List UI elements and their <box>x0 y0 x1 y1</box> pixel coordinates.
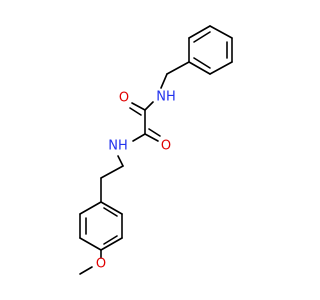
bond-n2-ch2 <box>117 155 124 167</box>
atom-label-n2: NH <box>108 139 128 154</box>
bond-ring-ch2 <box>166 61 190 75</box>
methoxyphenyl-ring <box>79 201 123 251</box>
benzyl-ring <box>188 25 233 75</box>
atom-label-o3: O <box>96 257 106 272</box>
bond-c2-o2-a <box>144 133 159 142</box>
bond-c2-o2-b <box>148 128 161 137</box>
bond-o3-ch3 <box>79 266 93 275</box>
bond-ch2-n1 <box>160 73 168 89</box>
bond-n1-c1 <box>144 101 154 111</box>
bond-ch2-ch2 <box>100 165 124 179</box>
bond-c2-n2 <box>132 133 146 142</box>
atom-labels: O NH NH O O <box>96 90 176 272</box>
bond-c1-o1-b <box>129 107 142 116</box>
bond-c1-o1-a <box>131 102 146 111</box>
atom-label-o2: O <box>161 139 171 154</box>
molecule-structure: O NH NH O O <box>79 25 233 275</box>
atom-label-n1: NH <box>156 90 176 105</box>
atom-label-o1: O <box>119 91 129 106</box>
